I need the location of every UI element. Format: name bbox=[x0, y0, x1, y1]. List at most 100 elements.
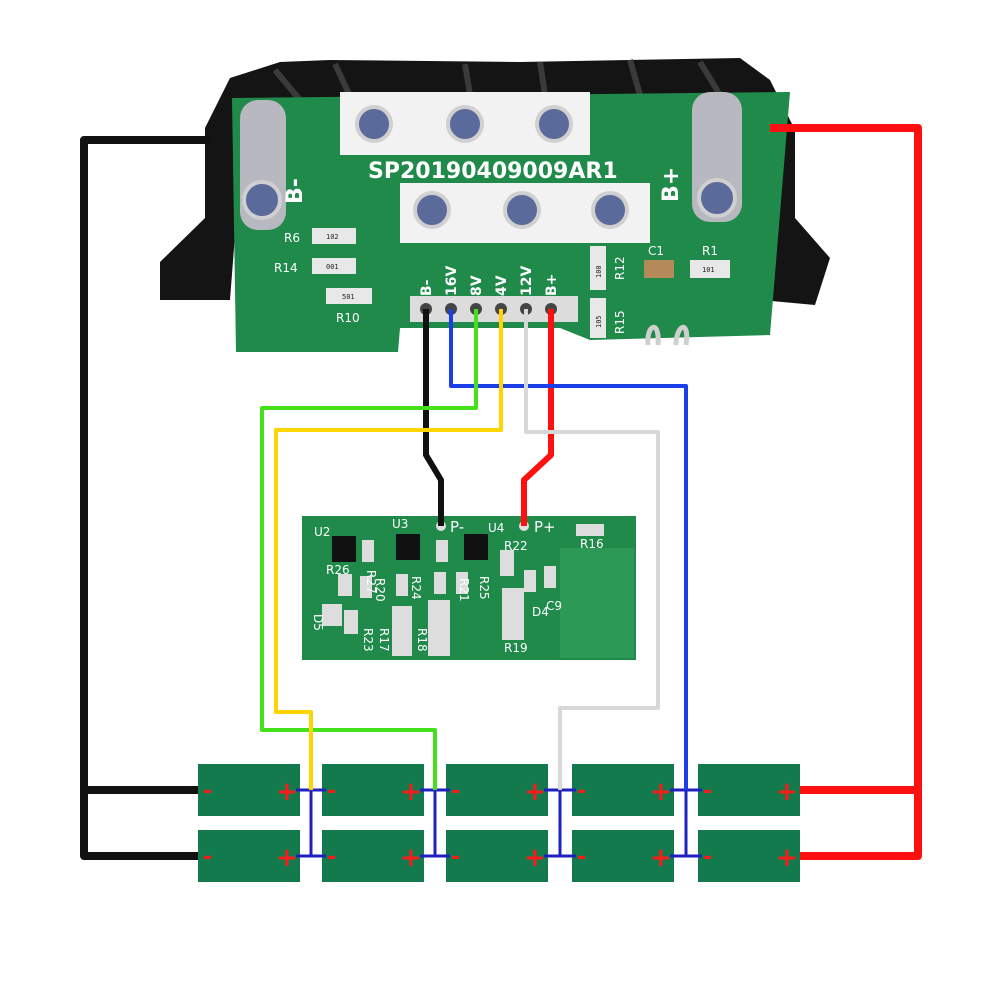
wire-red-main-pos bbox=[770, 124, 922, 860]
pos-terminal-label: B+ bbox=[659, 167, 684, 202]
balance-label: R22 bbox=[504, 539, 528, 553]
cell-neg-sign: - bbox=[203, 779, 212, 804]
resistor-ref: R6 bbox=[284, 231, 300, 245]
cell-neg-sign: - bbox=[703, 845, 712, 870]
cell-neg-sign: - bbox=[327, 845, 336, 870]
cell-pos-sign: + bbox=[650, 843, 672, 873]
balance-label: R26 bbox=[326, 563, 350, 577]
cell-pos-sign: + bbox=[524, 843, 546, 873]
balance-label: R18 bbox=[415, 628, 429, 652]
screw-icon bbox=[591, 191, 629, 229]
copper-pad-area bbox=[560, 548, 634, 658]
resistor-value: 501 bbox=[342, 293, 355, 301]
wire-black-pin-neg bbox=[423, 309, 444, 526]
balance-label: R21 bbox=[457, 578, 471, 602]
cell-link bbox=[544, 788, 576, 858]
balance-board: U2 U3 U4 P- P+ R16 R27 R22 R26 R20 R24 R… bbox=[302, 516, 636, 660]
balance-label: R24 bbox=[409, 576, 423, 600]
balance-label: D4 bbox=[532, 605, 549, 619]
resistor-value: 101 bbox=[702, 266, 715, 274]
cell-row2-col5 bbox=[698, 830, 800, 882]
balance-label: C9 bbox=[546, 599, 562, 613]
capacitor-c1 bbox=[644, 260, 674, 278]
balance-label: R20 bbox=[373, 578, 387, 602]
resistor-ref: R1 bbox=[702, 244, 718, 258]
screw-icon bbox=[697, 178, 737, 218]
cell-pos-sign: + bbox=[524, 777, 546, 807]
cell-pos-sign: + bbox=[776, 777, 798, 807]
cell-neg-sign: - bbox=[327, 779, 336, 804]
smd-resistor bbox=[428, 600, 450, 656]
cell-link bbox=[296, 788, 326, 858]
cell-row1-col2 bbox=[322, 764, 424, 816]
resistor-ref: R15 bbox=[613, 310, 627, 334]
cell-row2-col3 bbox=[446, 830, 548, 882]
cell-pos-sign: + bbox=[276, 843, 298, 873]
resistor-r10 bbox=[326, 288, 372, 304]
smd-resistor bbox=[502, 588, 524, 640]
cell-neg-sign: - bbox=[577, 845, 586, 870]
wire-black-main-neg bbox=[80, 136, 210, 860]
smd-resistor bbox=[434, 572, 446, 594]
resistor-ref: R14 bbox=[274, 261, 298, 275]
cell-row2-col4 bbox=[572, 830, 674, 882]
resistor-r12 bbox=[590, 246, 606, 290]
smd-resistor bbox=[338, 574, 352, 596]
screw-row bbox=[355, 105, 629, 229]
neg-terminal-label: B- bbox=[283, 178, 308, 204]
board-serial: SP20190409009AR1 bbox=[368, 159, 618, 184]
cell-row2-col1 bbox=[198, 830, 300, 882]
cell-neg-sign: - bbox=[577, 779, 586, 804]
cell-link bbox=[420, 788, 450, 858]
balance-label: R25 bbox=[477, 576, 491, 600]
screw-icon bbox=[503, 191, 541, 229]
smd-resistor bbox=[344, 610, 358, 634]
cell-pos-sign: + bbox=[400, 777, 422, 807]
smd-resistor bbox=[500, 550, 514, 576]
balance-resistors bbox=[322, 524, 604, 656]
balance-label: U2 bbox=[314, 525, 330, 539]
resistor-ref: R10 bbox=[336, 311, 360, 325]
balance-label: R19 bbox=[504, 641, 528, 655]
screw-icon bbox=[446, 105, 484, 143]
wire-yellow-4v bbox=[274, 309, 503, 790]
transistor-u3 bbox=[396, 534, 420, 560]
smd-resistor bbox=[392, 606, 412, 656]
cell-neg-sign: - bbox=[451, 779, 460, 804]
balance-label: D5 bbox=[311, 614, 325, 631]
cell-row1-col1 bbox=[198, 764, 300, 816]
pin-label: B+ bbox=[544, 274, 560, 296]
cell-row2-col2 bbox=[322, 830, 424, 882]
screw-icon bbox=[535, 105, 573, 143]
smd-resistor bbox=[524, 570, 536, 592]
balance-label: P+ bbox=[534, 518, 556, 536]
battery-cells: - + - + - + - + - + - + - + - + - + - + bbox=[198, 764, 800, 882]
transistor-u4 bbox=[464, 534, 488, 560]
cell-neg-sign: - bbox=[703, 779, 712, 804]
main-board-components: 102 R6 001 R14 501 R10 100 R12 105 R15 C… bbox=[274, 228, 730, 346]
cell-row1-col3 bbox=[446, 764, 548, 816]
capacitor-ref: C1 bbox=[648, 244, 664, 258]
smd-resistor bbox=[436, 540, 448, 562]
smd-resistor bbox=[360, 576, 372, 598]
balance-board-labels: U2 U3 U4 P- P+ R16 R27 R22 R26 R20 R24 R… bbox=[311, 517, 604, 655]
resistor-r15 bbox=[590, 298, 606, 338]
screw-icon bbox=[242, 180, 282, 220]
smd-resistor bbox=[322, 604, 342, 626]
cell-row1-col5 bbox=[698, 764, 800, 816]
wire-green-8v bbox=[260, 309, 478, 790]
wire-red-pin-pos bbox=[521, 309, 554, 526]
chip-r16 bbox=[576, 524, 604, 536]
pin-label: 16V bbox=[444, 266, 460, 296]
cell-pos-sign: + bbox=[400, 843, 422, 873]
resistor-value: 100 bbox=[595, 265, 603, 278]
balance-label: U3 bbox=[392, 517, 408, 531]
cell-row1-col4 bbox=[572, 764, 674, 816]
cell-pos-sign: + bbox=[276, 777, 298, 807]
wire-white-12v bbox=[524, 309, 660, 790]
cell-neg-sign: - bbox=[451, 845, 460, 870]
balance-label: P- bbox=[450, 518, 464, 536]
wire-blue-16v bbox=[449, 309, 688, 790]
smd-resistor bbox=[456, 572, 468, 594]
